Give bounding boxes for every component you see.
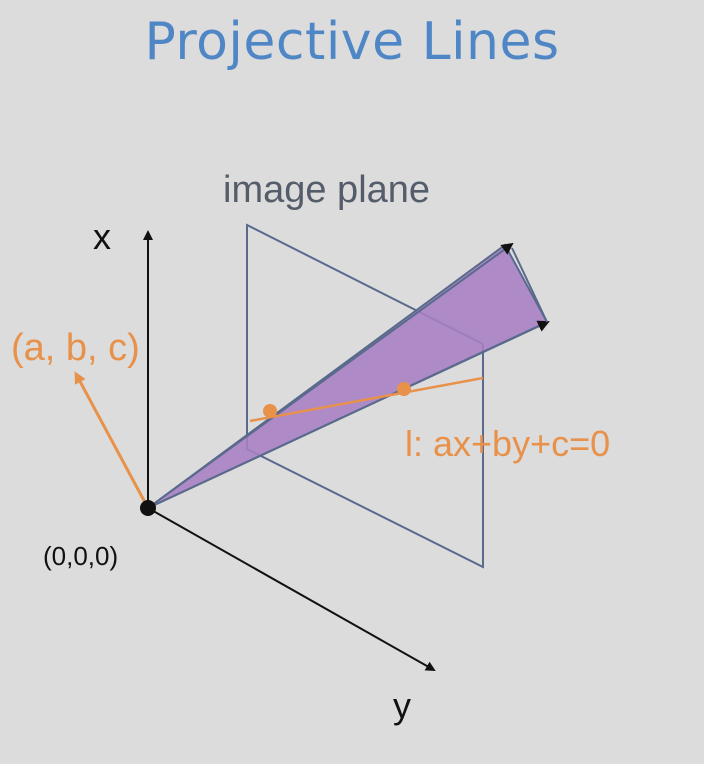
wedge-outer-edge — [511, 247, 548, 323]
line-point-1 — [263, 404, 277, 418]
line-equation-label: l: ax+by+c=0 — [405, 423, 610, 464]
wedge-edge-upper — [147, 242, 514, 509]
origin-point — [140, 500, 156, 516]
wedge-edge-lower — [147, 320, 550, 509]
projective-plane-wedge — [147, 243, 549, 509]
y-axis-label: y — [393, 685, 411, 726]
y-axis — [147, 507, 436, 671]
line-point-2 — [397, 382, 411, 396]
image-plane-label: image plane — [223, 169, 430, 211]
normal-vector-label: (a, b, c) — [11, 327, 140, 369]
image-plane — [246, 223, 484, 569]
origin-label: (0,0,0) — [43, 541, 118, 571]
slide-title: Projective Lines — [144, 12, 560, 72]
x-axis-label: x — [93, 216, 111, 257]
normal-vector-arrow — [74, 371, 150, 509]
projected-line-l — [249, 376, 484, 423]
